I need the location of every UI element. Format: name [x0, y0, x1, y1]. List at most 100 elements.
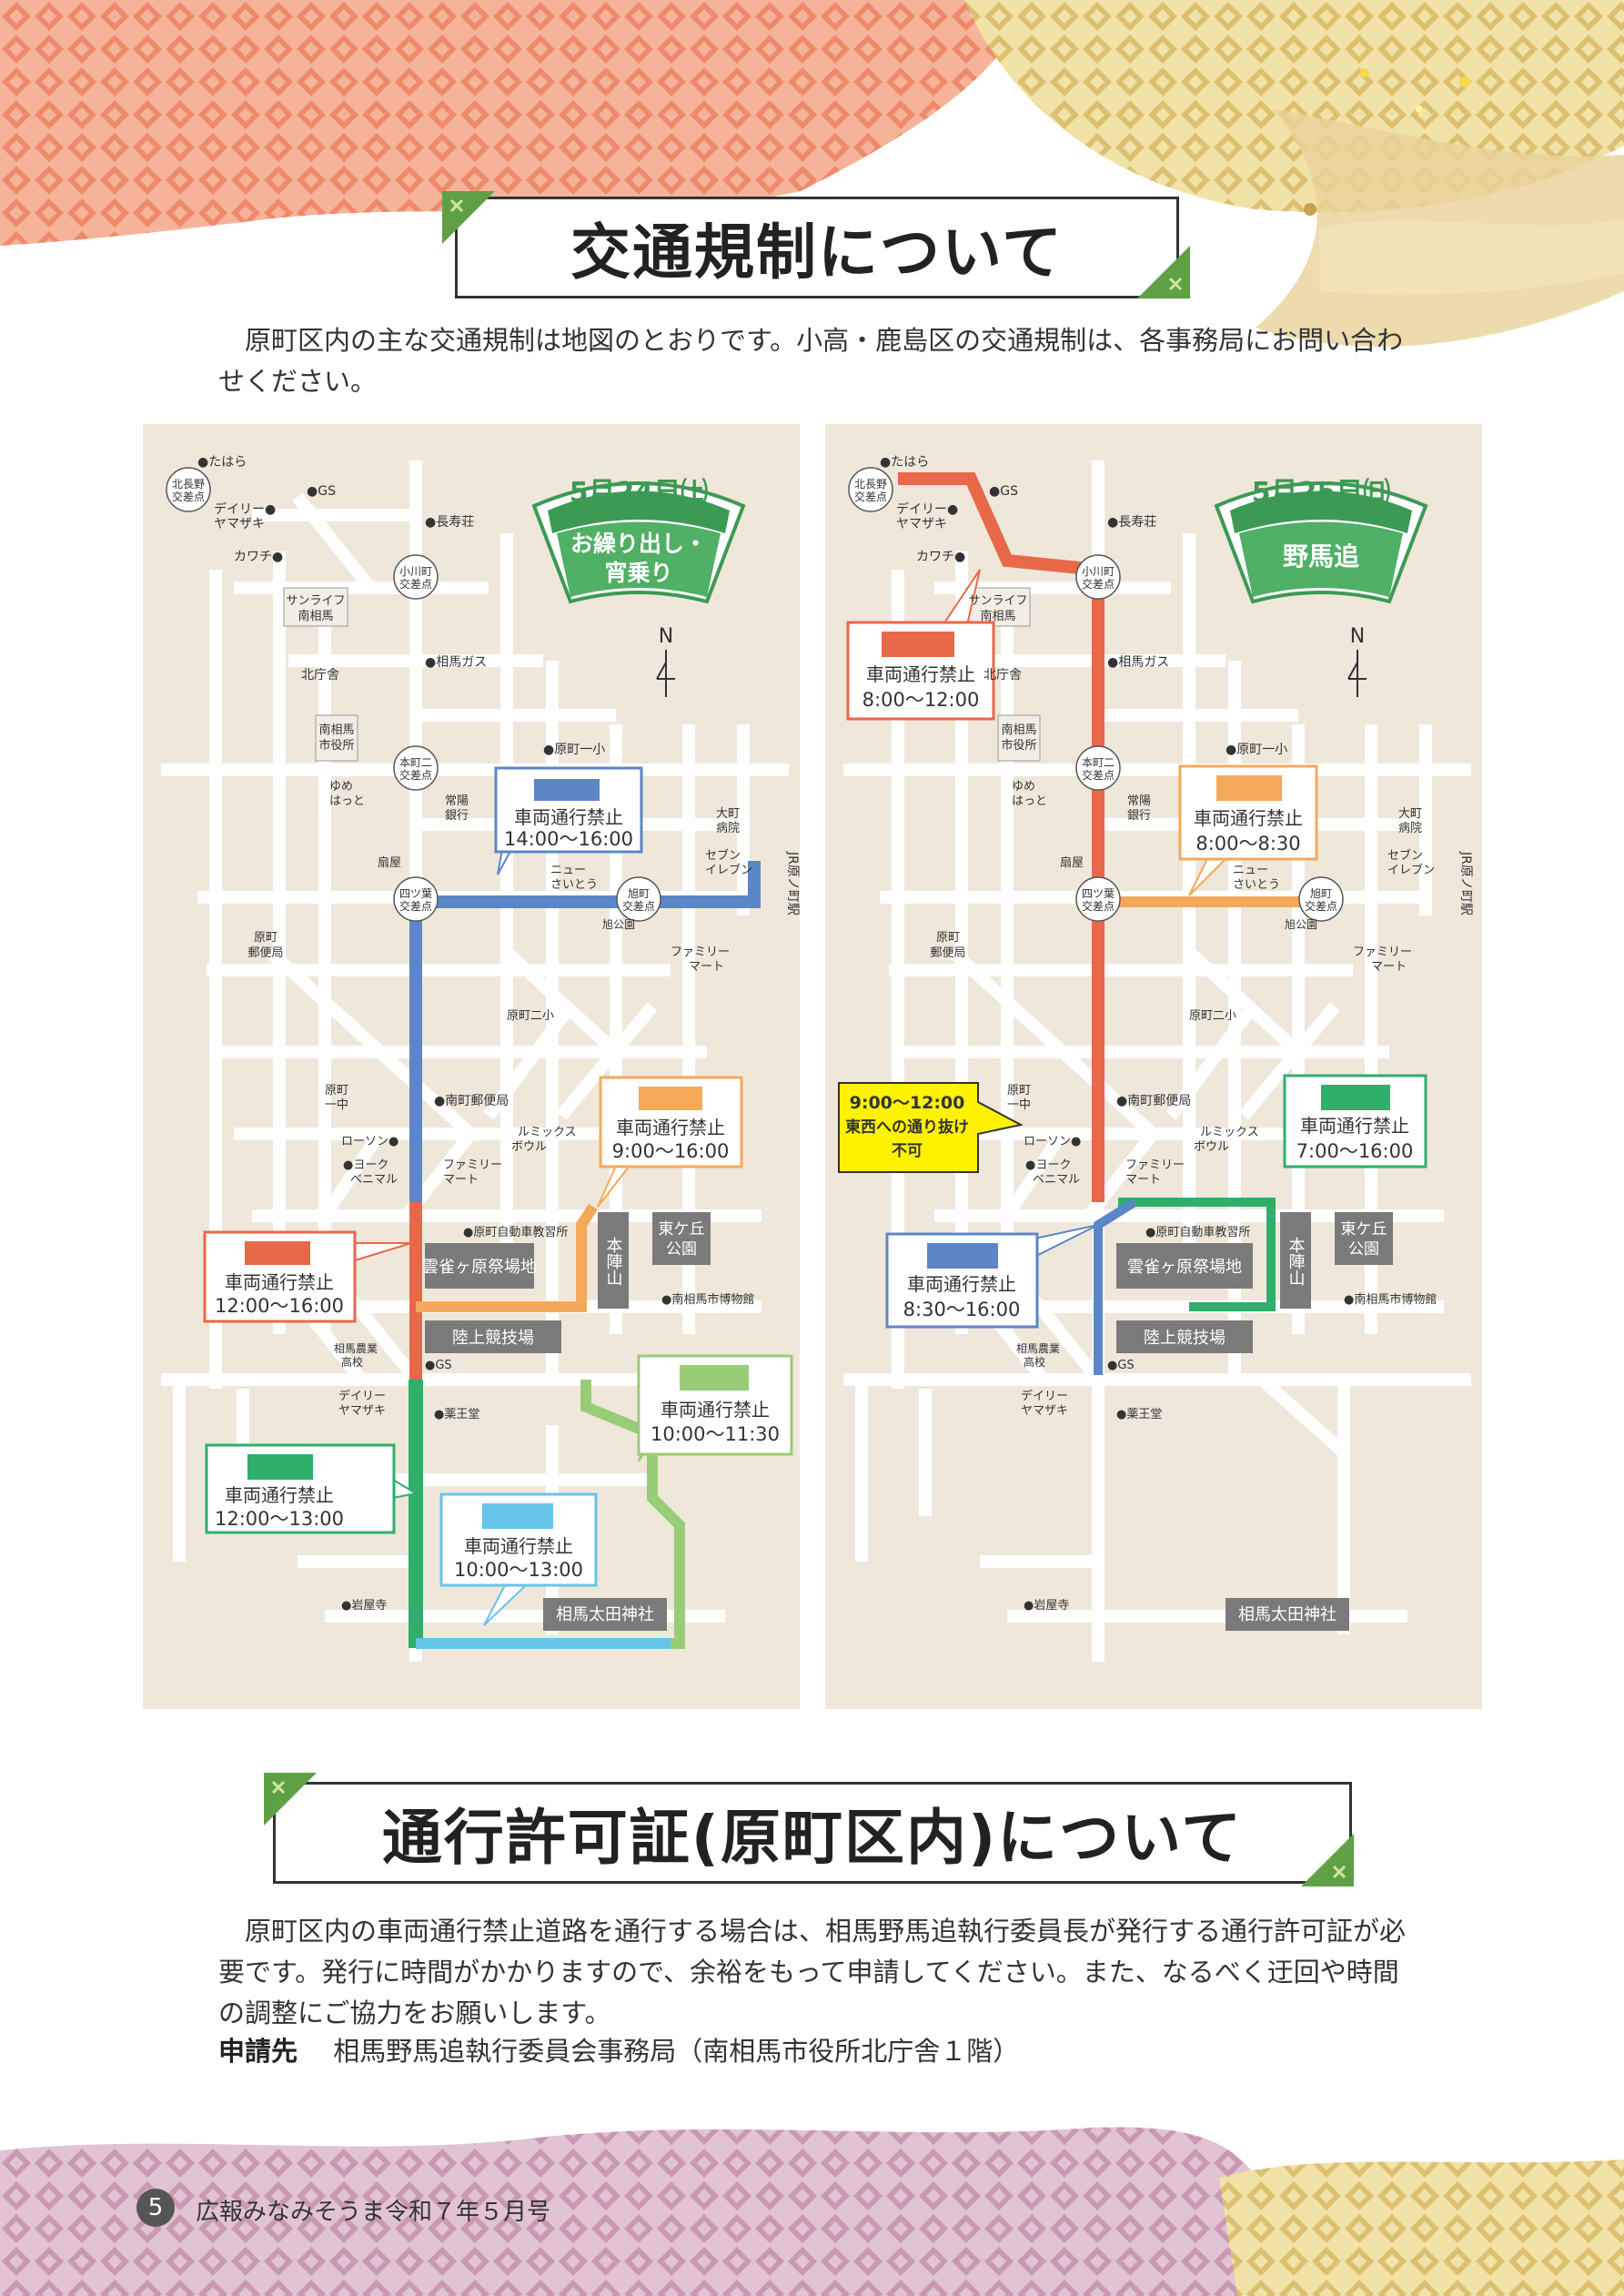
label-gs-1: ●GS — [989, 484, 1018, 499]
label-honjin: 本陣山 — [1286, 1237, 1306, 1286]
label-hakubutsukan: ●南相馬市博物館 — [661, 1292, 754, 1307]
label-yorku: ●ヨーク — [343, 1158, 388, 1172]
intersection-markers — [848, 467, 1344, 922]
page-number-badge: 5 — [136, 2189, 175, 2227]
label-yubin: 原町 — [254, 931, 277, 945]
label-jr: JR原ノ町駅 — [1458, 851, 1473, 915]
north-arrow — [1347, 650, 1367, 697]
notice-line-1: 9:00〜12:00 — [850, 1093, 965, 1113]
callout-time: 10:00〜13:00 — [454, 1559, 583, 1581]
label-sunlife-2: 南相馬 — [298, 609, 333, 623]
callout-time: 8:30〜16:00 — [903, 1299, 1021, 1320]
label-higashi: 東ケ丘 — [1341, 1220, 1387, 1239]
callout-time: 8:00〜12:00 — [862, 689, 980, 711]
callout-time: 14:00〜16:00 — [504, 828, 633, 850]
north-label: N — [1350, 625, 1365, 648]
label-yorku-2: ベニマル — [1033, 1173, 1080, 1187]
label-kitanagano-2: 交差点 — [172, 490, 205, 503]
callout-label: 車両通行禁止 — [661, 1399, 770, 1421]
label-yotsukura-2: 交差点 — [1082, 899, 1115, 913]
label-chojuso: ●長寿荘 — [425, 514, 474, 530]
callout-label: 車両通行禁止 — [907, 1273, 1016, 1295]
section1-title: 交通規制について — [455, 197, 1179, 298]
notice-line-3: 不可 — [892, 1142, 923, 1160]
date-label: 5月25日㈰ — [1252, 477, 1391, 509]
label-honmachi: 本町二 — [399, 756, 432, 769]
label-sunlife: サンライフ — [286, 594, 345, 608]
event-label-2: 宵乗り — [604, 560, 672, 586]
label-ichichu-2: 一中 — [1007, 1098, 1031, 1112]
callout-label: 車両通行禁止 — [616, 1117, 725, 1138]
label-sunlife: サンライフ — [968, 594, 1027, 608]
label-family-1b: マート — [689, 960, 724, 974]
label-lumix-2: ボウル — [511, 1140, 547, 1154]
label-iwaya: ●岩屋寺 — [341, 1599, 387, 1613]
callout-time: 9:00〜16:00 — [612, 1140, 730, 1162]
label-kawachi: カワチ● — [234, 550, 283, 564]
label-gs-1: ●GS — [307, 484, 336, 499]
label-yubin-2: 郵便局 — [247, 946, 283, 960]
map-may25: 5月25日㈰ 野馬追 N ●たはら 北長野 交差点 ●GS デイリー● ヤマザキ… — [825, 424, 1482, 1709]
label-ichichu: 原町 — [1007, 1084, 1031, 1097]
label-seven: セブン — [705, 848, 741, 863]
label-rikujo: 陸上競技場 — [452, 1329, 534, 1348]
callout-boxes — [203, 766, 793, 1587]
callout-time: 12:00〜13:00 — [215, 1508, 344, 1530]
label-asahi-2: 交差点 — [622, 899, 655, 913]
label-joyo-2: 銀行 — [1127, 809, 1151, 823]
label-yorku-2: ベニマル — [350, 1173, 398, 1187]
label-seven-2: イレブン — [705, 863, 752, 877]
label-joyo: 常陽 — [445, 794, 469, 808]
label-sunlife-2: 南相馬 — [980, 609, 1015, 623]
label-kitachosha: 北庁舎 — [301, 668, 339, 683]
map-may24-drawing: 5月24日㈯ お繰り出し・ 宵乗り N ●たはら 北長野 交差点 ●GS デイリ… — [161, 455, 800, 1662]
label-shiyakusho: 南相馬 — [1001, 723, 1036, 737]
label-omachi: 大町 — [1398, 807, 1422, 821]
label-lawson: ローソン● — [341, 1135, 398, 1148]
title-corner-ornament — [1301, 1834, 1354, 1886]
event-label-1: お繰り出し・ — [570, 531, 707, 557]
label-daily: デイリー● — [896, 501, 958, 517]
title-corner-ornament — [1137, 246, 1190, 298]
label-nogyo-2: 高校 — [1024, 1355, 1045, 1369]
section1-title-text: 交通規制について — [570, 217, 1064, 288]
page-number: 5 — [147, 2194, 164, 2221]
label-seven: セブン — [1387, 848, 1423, 863]
label-honjin: 本陣山 — [604, 1237, 623, 1286]
label-ota: 相馬太田神社 — [1238, 1605, 1337, 1624]
label-ogawa-2: 交差点 — [1082, 577, 1115, 591]
callout-time: 8:00〜8:30 — [1195, 833, 1300, 855]
label-daily-2: ヤマザキ — [214, 517, 265, 531]
label-gs-2: ●GS — [1107, 1359, 1135, 1372]
label-ogiya: 扇屋 — [1060, 855, 1084, 870]
label-haramachi2: 原町二小 — [1189, 1009, 1236, 1023]
label-family-1: ファミリー — [1353, 946, 1412, 959]
map-may25-drawing: 5月25日㈰ 野馬追 N ●たはら 北長野 交差点 ●GS デイリー● ヤマザキ… — [838, 455, 1473, 1662]
label-omachi-2: 病院 — [1398, 822, 1422, 835]
label-newsaito-2: さいとう — [550, 878, 598, 892]
apply-row: 申請先 相馬野馬追執行委員会事務局（南相馬市役所北庁舎１階） — [218, 2031, 1410, 2072]
label-honmachi: 本町二 — [1082, 756, 1115, 769]
date-badge — [531, 481, 746, 604]
label-ogawa-2: 交差点 — [399, 577, 432, 591]
label-asahi-2: 交差点 — [1305, 899, 1337, 913]
label-daily-2: ヤマザキ — [896, 517, 947, 531]
label-nogyo-2: 高校 — [341, 1355, 363, 1369]
label-yubin-2: 郵便局 — [930, 946, 965, 960]
callout-label: 車両通行禁止 — [866, 663, 975, 685]
label-hibari: 雲雀ヶ原祭場地 — [1127, 1258, 1242, 1277]
label-haramachi1: ●原町一小 — [543, 743, 605, 757]
label-kawachi: カワチ● — [916, 550, 965, 564]
route-orange — [416, 1203, 599, 1312]
label-higashi: 東ケ丘 — [659, 1220, 705, 1239]
label-kitanagano-2: 交差点 — [854, 490, 887, 503]
label-yakuodo: ●薬王堂 — [1116, 1408, 1162, 1421]
label-iwaya: ●岩屋寺 — [1024, 1599, 1069, 1613]
label-family-1b: マート — [1371, 960, 1407, 974]
section2-body: 原町区内の車両通行禁止道路を通行する場合は、相馬野馬追執行委員長が発行する通行許… — [218, 1916, 1407, 2028]
callout-time: 12:00〜16:00 — [215, 1295, 344, 1317]
route-lightgreen — [580, 1380, 685, 1649]
callout-boxes — [838, 621, 1427, 1329]
label-lumix: ルミックス — [1200, 1126, 1259, 1139]
label-family-2: ファミリー — [443, 1158, 502, 1172]
